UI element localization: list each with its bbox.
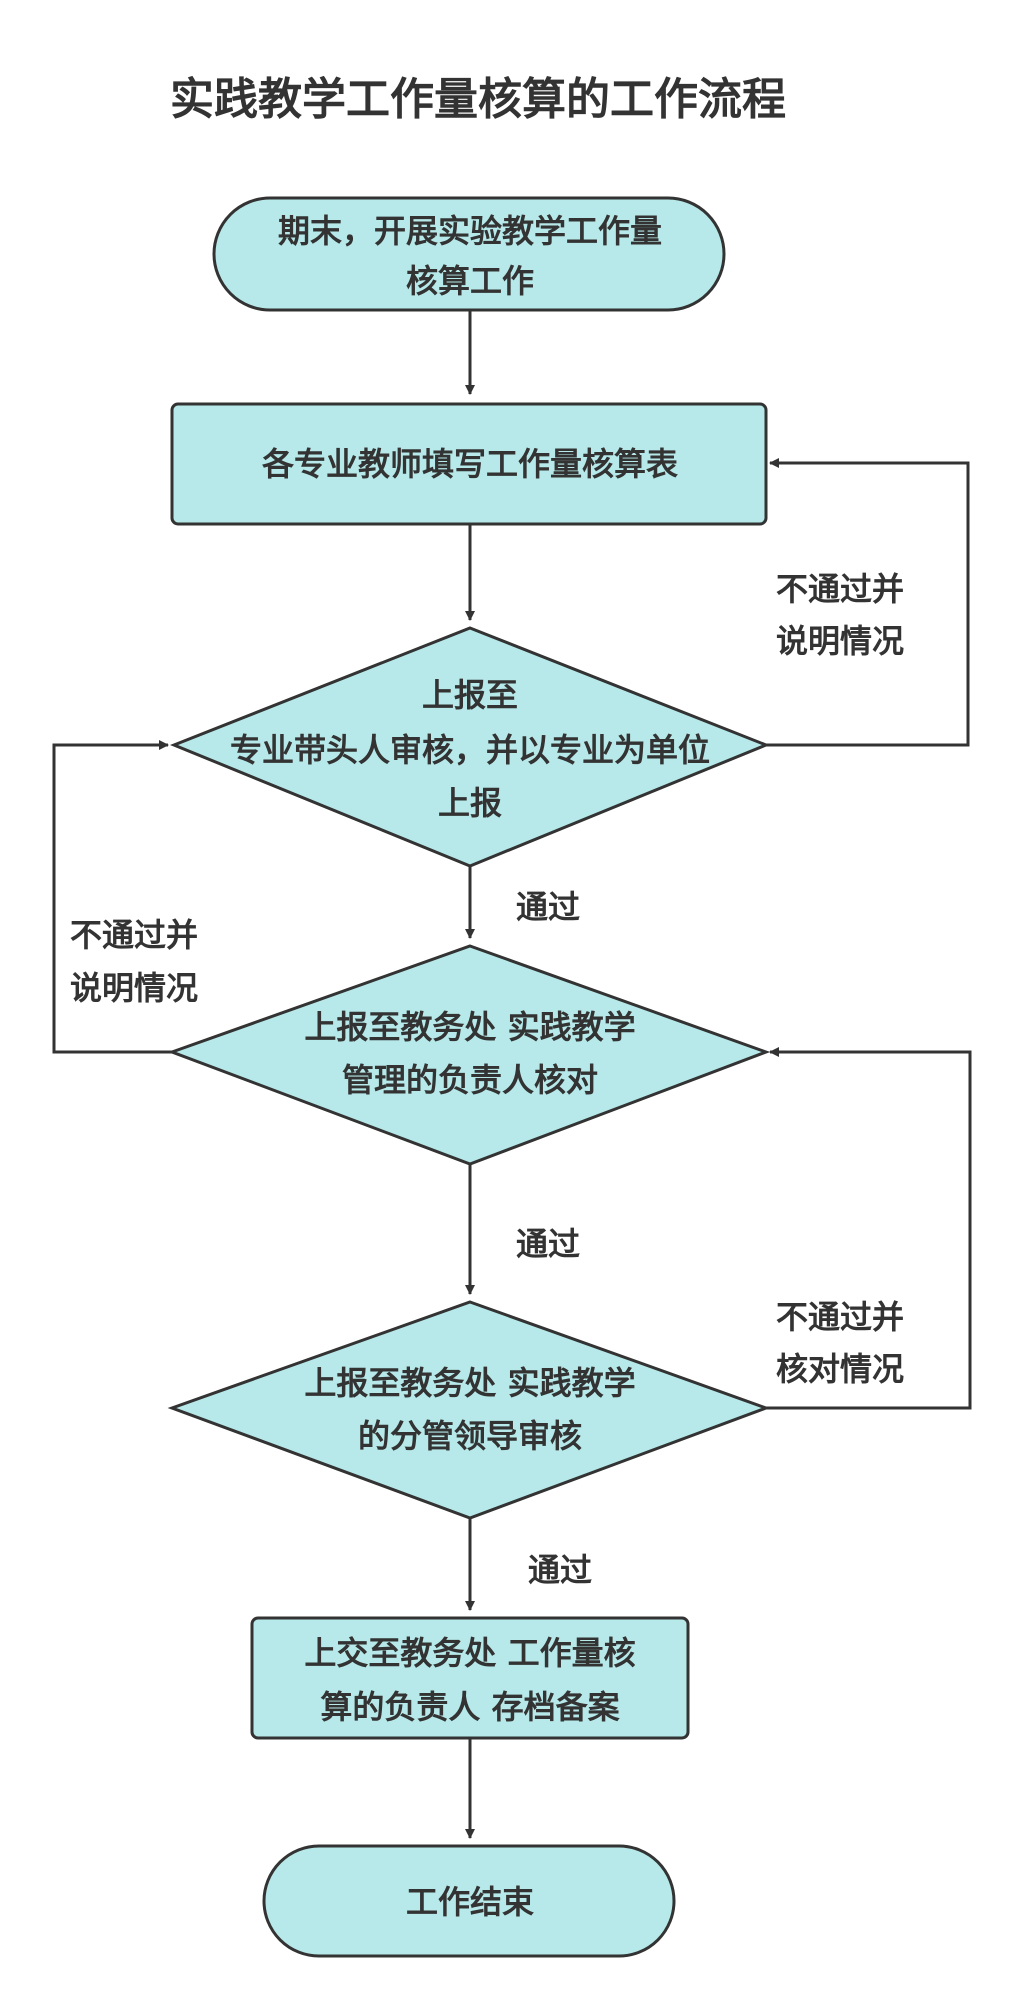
major-review-line-2: 专业带头人审核，并以专业为单位: [230, 731, 710, 769]
start-node-line-2: 核算工作: [406, 262, 534, 300]
archive-line-1: 上交至教务处 工作量核: [304, 1634, 635, 1672]
connectors: [52, 310, 972, 1839]
page-title: 实践教学工作量核算的工作流程: [170, 74, 786, 125]
edge-label-reject-1-line-1: 不通过并: [776, 570, 904, 608]
end-node-label: 工作结束: [406, 1883, 534, 1921]
leader-review-decision: [167, 1300, 771, 1520]
archive-line-2: 算的负责人 存档备案: [320, 1688, 620, 1726]
leader-review-line-1: 上报至教务处 实践教学: [304, 1364, 635, 1402]
end-terminator: [262, 1844, 676, 1958]
arrow-reject-office-to-major: [52, 740, 172, 1054]
start-node-line-1: 期末，开展实验教学工作量: [278, 212, 662, 250]
edge-label-reject-1-line-2: 说明情况: [776, 622, 904, 660]
edge-label-pass-3: 通过: [528, 1551, 592, 1589]
major-review-line-1: 上报至: [422, 676, 518, 714]
major-review-decision: [169, 626, 771, 868]
office-check-line-2: 管理的负责人核对: [342, 1061, 598, 1099]
edge-label-pass-2: 通过: [516, 1225, 580, 1263]
end-node: 工作结束: [262, 1844, 676, 1958]
major-review-line-3: 上报: [438, 784, 502, 822]
fill-form-node: 各专业教师填写工作量核算表: [170, 402, 768, 526]
start-node: 期末，开展实验教学工作量 核算工作: [212, 196, 726, 312]
leader-review-line-2: 的分管领导审核: [358, 1417, 582, 1455]
edge-label-reject-3-line-1: 不通过并: [776, 1298, 904, 1336]
office-check-decision: [167, 944, 771, 1166]
arrow-reject-major-to-fill: [766, 458, 970, 747]
edge-labels: 通过 通过 通过 不通过并 说明情况 不通过并 说明情况 不通过并 核对情况: [70, 570, 904, 1589]
fill-form-process: [170, 402, 768, 526]
office-check-node: 上报至教务处 实践教学 管理的负责人核对: [167, 944, 771, 1166]
start-terminator: [212, 196, 726, 312]
archive-node: 上交至教务处 工作量核 算的负责人 存档备案: [250, 1616, 690, 1740]
arrow-reject-leader-to-office: [766, 1047, 972, 1410]
archive-process: [250, 1616, 690, 1740]
leader-review-node: 上报至教务处 实践教学 的分管领导审核: [167, 1300, 771, 1520]
edge-label-reject-3-line-2: 核对情况: [776, 1350, 904, 1388]
edge-label-pass-1: 通过: [516, 888, 580, 926]
edge-label-reject-2-line-1: 不通过并: [70, 916, 198, 954]
fill-form-node-label: 各专业教师填写工作量核算表: [262, 445, 678, 483]
major-review-node: 上报至 专业带头人审核，并以专业为单位 上报: [169, 626, 771, 868]
office-check-line-1: 上报至教务处 实践教学: [304, 1008, 635, 1046]
edge-label-reject-2-line-2: 说明情况: [70, 969, 198, 1007]
